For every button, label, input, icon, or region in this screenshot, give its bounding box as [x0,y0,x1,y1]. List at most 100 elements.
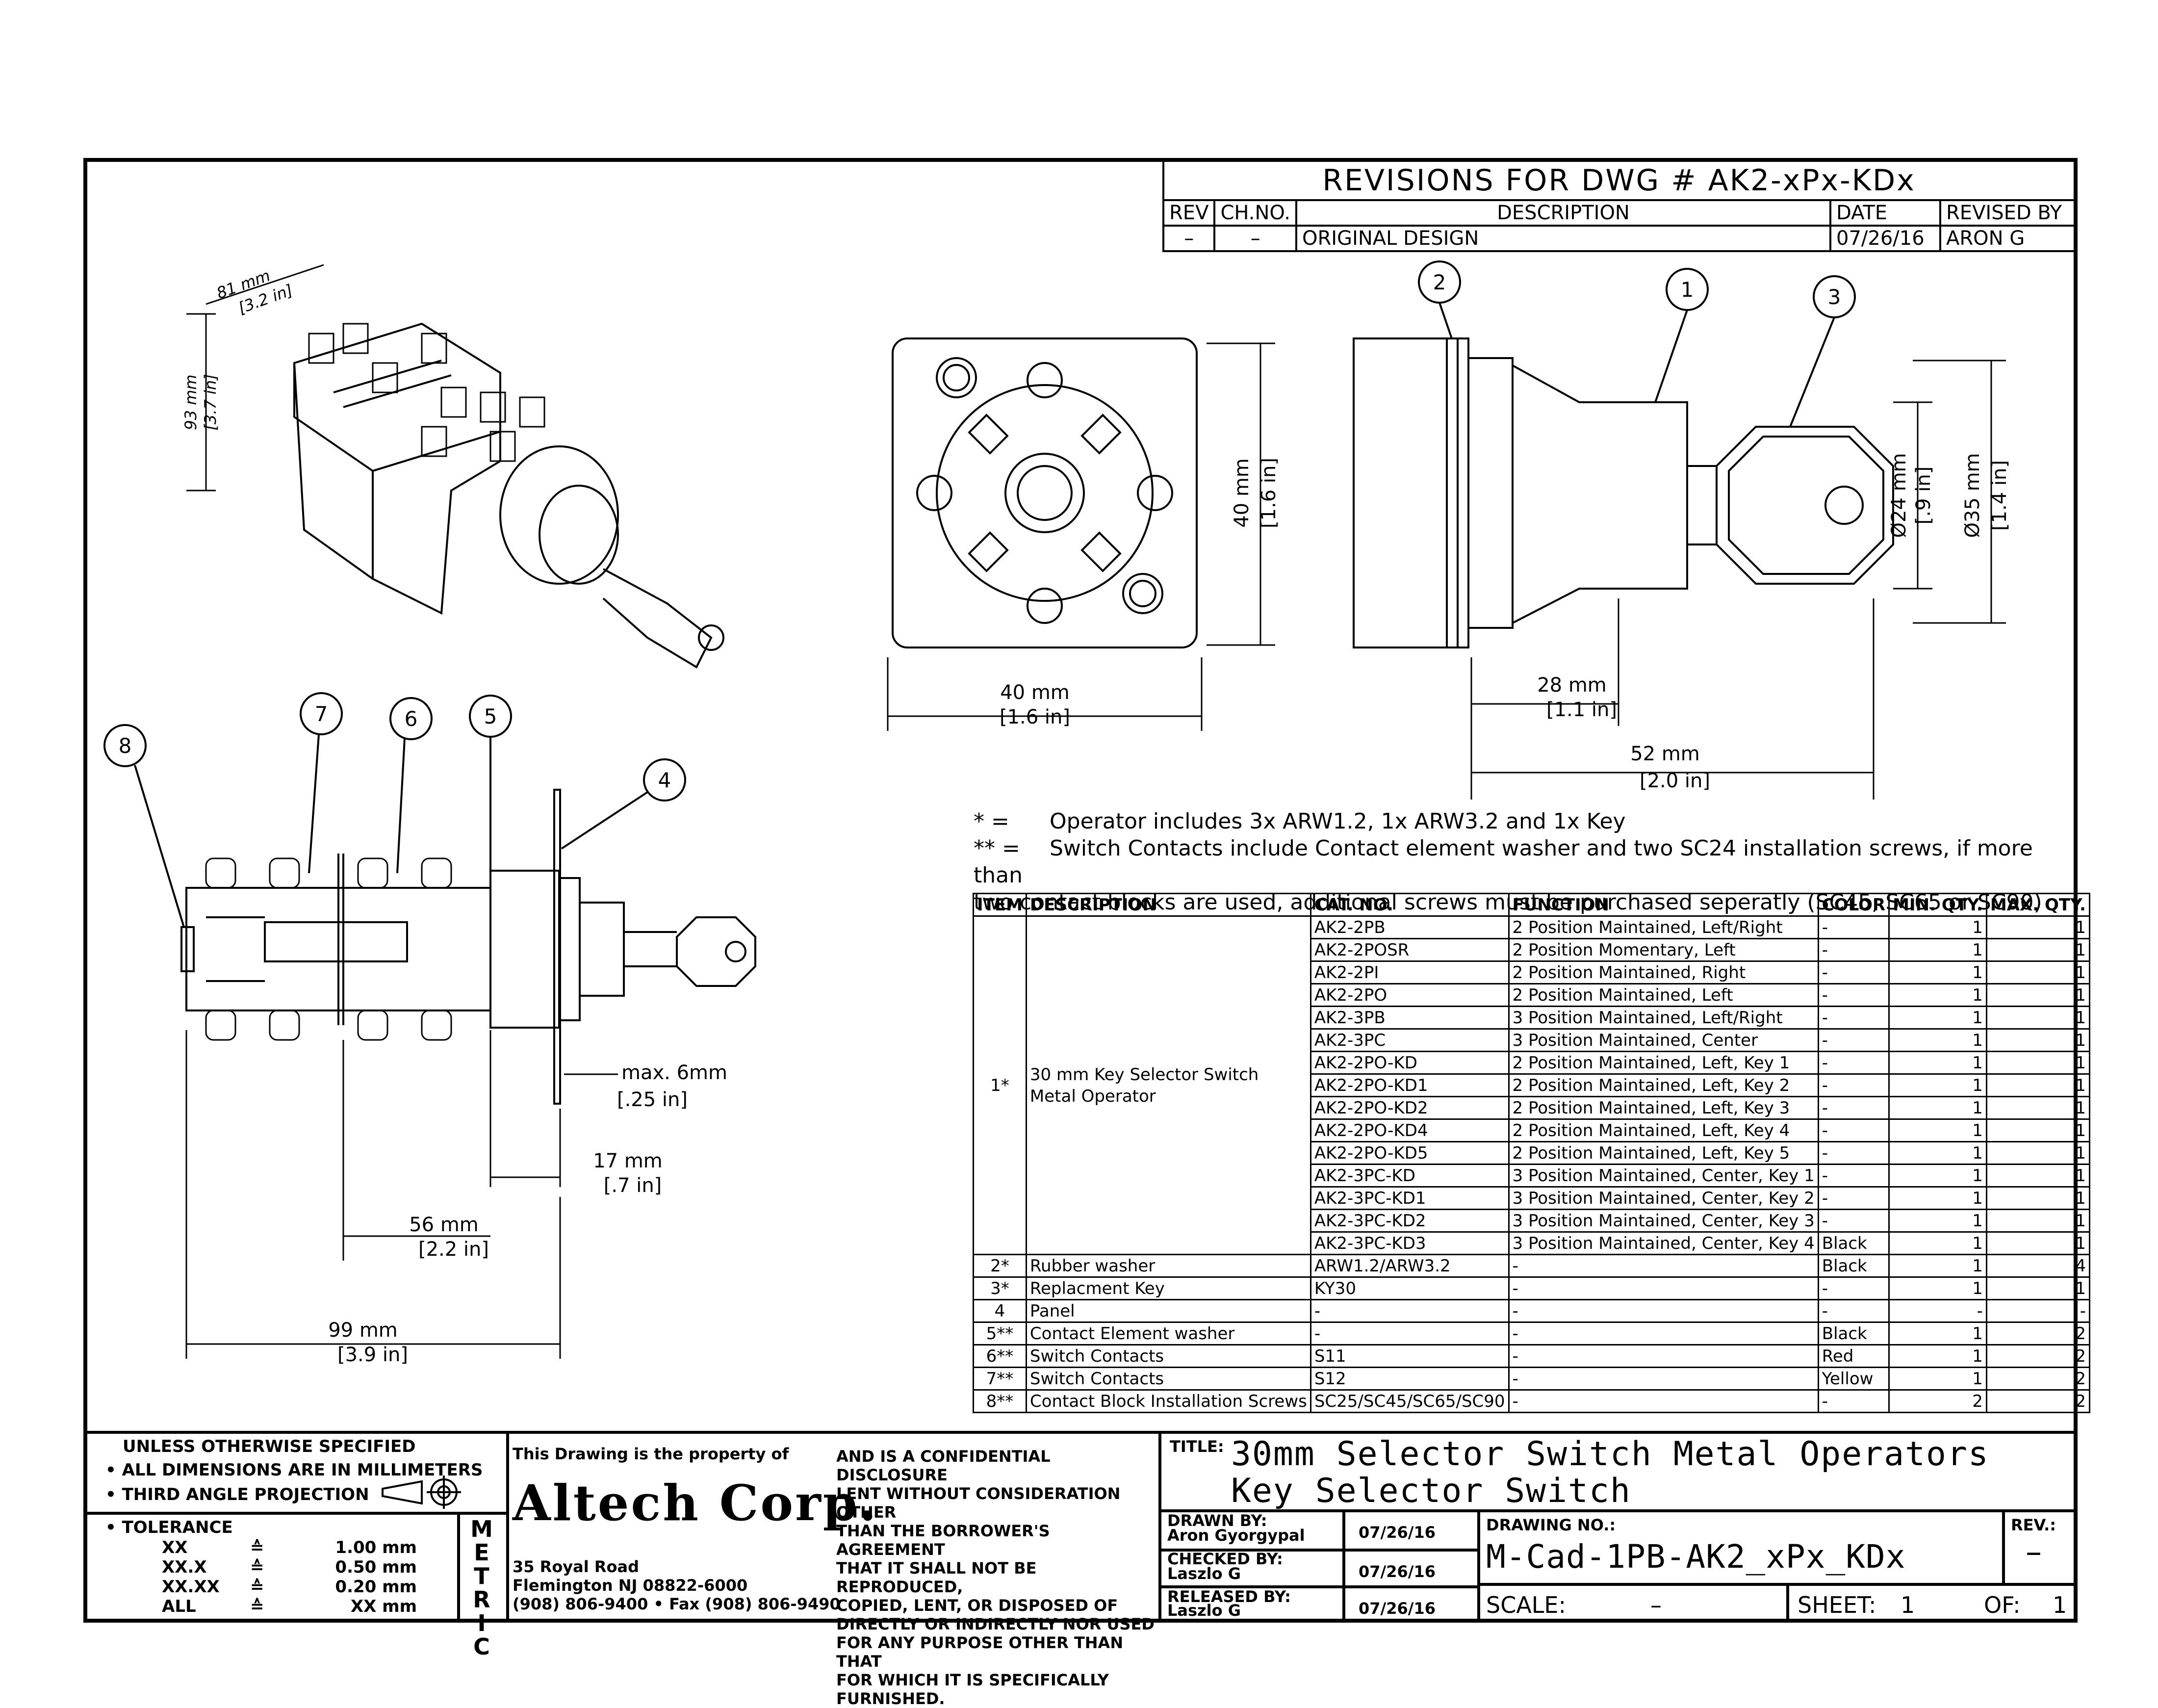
bom-color: - [1817,960,1890,984]
chno-header: CH.NO. [1213,199,1297,227]
description-header: DESCRIPTION [1295,199,1832,227]
bom-function: - [1508,1299,1819,1323]
bom-function: 3 Position Maintained, Center, Key 1 [1508,1164,1819,1188]
bom-function: 2 Position Maintained, Left [1508,983,1819,1007]
side-l52: 52 mm [1630,743,1700,765]
disclosure-line: FOR WHICH IT IS SPECIFICALLY [836,1671,1109,1689]
bom-item1-item: 1* [973,915,1027,1255]
bom-max-qty: 1 [1985,1141,2090,1165]
tolerance-symbol: ≙ [250,1597,264,1616]
bom-color: - [1817,1209,1890,1233]
drawing-no-label: DRAWING NO.: [1486,1516,1616,1534]
side-view [1353,337,2006,800]
tolerance-row: ALL≙XX mm [162,1597,417,1616]
balloon-3: 3 [1828,285,1841,309]
metric-text: METRIC [468,1516,495,1657]
checked-date: 07/26/16 [1359,1562,1436,1581]
bom-description: Contact Element washer [1025,1321,1311,1346]
bom-color: Black [1817,1231,1890,1255]
bom-min-qty: 1 [1888,1231,1987,1255]
bom-function: 3 Position Maintained, Center [1508,1028,1819,1052]
date-header: DATE [1829,199,1941,227]
bom-max-qty: 2 [1985,1344,2090,1368]
bom-function: 2 Position Maintained, Left, Key 1 [1508,1051,1819,1075]
iso-height-in: [3.7 in] [201,374,220,430]
disclosure-line: FURNISHED. [836,1689,945,1708]
bom-catno: AK2-2PO-KD1 [1310,1073,1510,1097]
balloon-6: 6 [405,707,418,731]
bill-of-materials: ITEM DESCRIPTION CAT. NO. FUNCTION COLOR… [973,893,2090,1413]
rev-value: – [2026,1533,2042,1571]
bom-catno: AK2-2PB [1310,915,1510,939]
side-d35-in: [1.4 in] [1988,460,2011,531]
bom-min-qty: 1 [1888,1321,1987,1346]
bom-min-qty: 1 [1888,960,1987,984]
side-d35: Ø35 mm [1961,453,1984,538]
front-width: 40 mm [1000,681,1070,704]
bom-catno: AK2-3PC-KD1 [1310,1186,1510,1210]
bom-min-qty: 1 [1888,1344,1987,1368]
company-logo: Altech Corp. [513,1474,878,1532]
bom-description: Switch Contacts [1025,1367,1311,1391]
tolerance-symbol: ≙ [250,1557,264,1577]
bom-header-row: ITEM DESCRIPTION CAT. NO. FUNCTION COLOR… [973,893,2090,917]
bom-header-item: ITEM [973,893,1027,917]
tolerance-format: XX [162,1538,188,1557]
title-block-lines [83,1431,2078,1623]
drawn-label: DRAWN BY: [1167,1511,1267,1530]
bom-item: 4 [973,1299,1027,1323]
bom-max-qty: 1 [1985,1276,2090,1300]
bom-catno: ARW1.2/ARW3.2 [1310,1254,1510,1278]
assy-d17-in: [.7 in] [604,1174,662,1197]
bom-color: - [1817,1051,1890,1075]
tolerance-symbol: ≙ [250,1577,264,1597]
bom-function: 2 Position Maintained, Left, Key 3 [1508,1096,1819,1120]
released-date: 07/26/16 [1359,1599,1436,1618]
side-l52-in: [2.0 in] [1640,770,1710,792]
disclosure-line: AND IS A CONFIDENTIAL DISCLOSURE [836,1447,1051,1484]
bom-max-qty: 1 [1985,1186,2090,1210]
bom-min-qty: 1 [1888,1164,1987,1188]
side-d24: Ø24 mm [1888,453,1910,538]
bom-item: 5** [973,1321,1027,1346]
bom-color: - [1817,1164,1890,1188]
bom-min-qty: 1 [1888,1209,1987,1233]
drawing-number: M-Cad-1PB-AK2_xPx_KDx [1486,1538,1906,1576]
bom-function: 3 Position Maintained, Center, Key 4 [1508,1231,1819,1255]
bom-item: 8** [973,1389,1027,1413]
tolerance-row: XX.X≙0.50 mm [162,1557,417,1577]
bom-min-qty: 1 [1888,915,1987,939]
iso-height: 93 mm [181,374,200,430]
scale-label: SCALE: [1486,1592,1566,1618]
tolerance-format: XX.XX [162,1577,220,1597]
drawing-frame [83,158,2078,1623]
bom-function: 2 Position Maintained, Left, Key 5 [1508,1141,1819,1165]
disclosure-line: FOR ANY PURPOSE OTHER THAN THAT [836,1633,1124,1671]
bom-color: Black [1817,1321,1890,1346]
bom-item1-description-line2: Metal Operator [1029,1086,1156,1106]
all-dims-note: • ALL DIMENSIONS ARE IN MILLIMETERS [105,1460,483,1480]
bom-color: - [1817,1389,1890,1413]
bom-max-qty: 2 [1985,1389,2090,1413]
front-height-in: [1.6 in] [1258,458,1280,528]
drawn-date: 07/26/16 [1359,1523,1436,1542]
unless-specified: UNLESS OTHERWISE SPECIFIED [123,1437,416,1456]
bom-function: - [1508,1321,1819,1346]
address-1: 35 Royal Road [513,1557,639,1576]
bom-color: - [1817,1299,1890,1323]
bom-item: 6** [973,1344,1027,1368]
drawing-views: 2 1 3 4 5 6 7 8 81 mm [3.2 in] 93 mm [3.… [103,260,2011,1366]
bom-header-function: FUNCTION [1508,893,1819,917]
side-l28-in: [1.1 in] [1546,699,1617,721]
bom-function: 2 Position Maintained, Left, Key 4 [1508,1118,1819,1142]
bom-max-qty: 1 [1985,960,2090,984]
bom-color: - [1817,1276,1890,1300]
address-2: Flemington NJ 08822-6000 [513,1576,748,1595]
front-height: 40 mm [1231,458,1253,528]
